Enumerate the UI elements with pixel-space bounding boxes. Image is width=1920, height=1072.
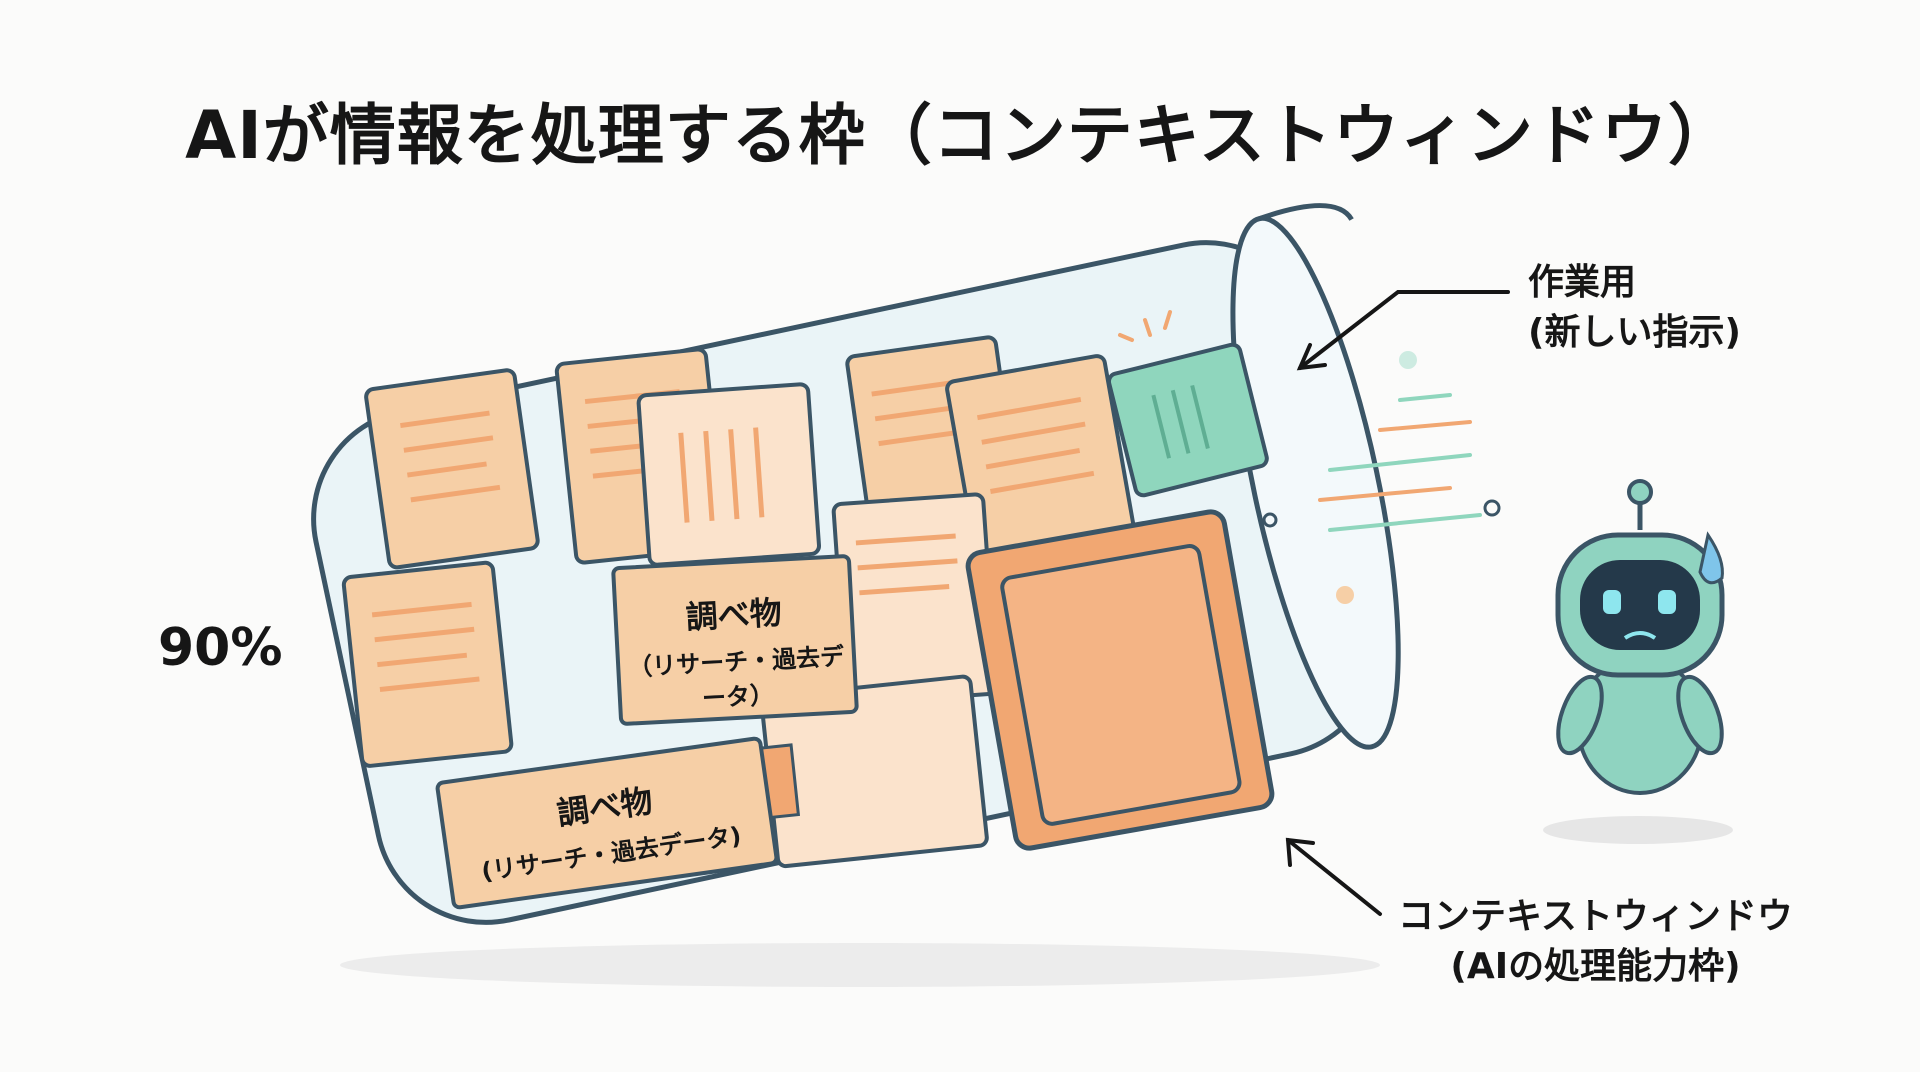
arrow-to-note bbox=[1296, 290, 1510, 371]
work-label: 作業用 (新しい指示) bbox=[1528, 258, 1741, 358]
context-window-label: コンテキストウィンドウ (AIの処理能力枠) bbox=[1398, 892, 1793, 992]
usage-percent: 90% bbox=[158, 618, 283, 678]
document bbox=[364, 368, 540, 570]
context-window-subtitle: (AIの処理能力枠) bbox=[1450, 946, 1741, 987]
context-window-title: コンテキストウィンドウ bbox=[1398, 896, 1793, 937]
document bbox=[341, 560, 514, 768]
data-stream bbox=[1262, 351, 1501, 604]
new-instruction-note bbox=[1106, 342, 1269, 498]
note-subtitle: （リサーチ・過去データ） bbox=[627, 642, 845, 713]
folder bbox=[965, 509, 1275, 851]
arrow-to-jar bbox=[1285, 837, 1382, 916]
robot-icon bbox=[1555, 479, 1725, 795]
document bbox=[636, 382, 822, 567]
spark-lines bbox=[1118, 310, 1172, 342]
note-title: 調べ物 bbox=[684, 593, 783, 637]
work-label-subtitle: (新しい指示) bbox=[1528, 312, 1741, 353]
document-stack bbox=[341, 335, 1275, 869]
work-label-title: 作業用 bbox=[1528, 262, 1637, 303]
jar-shadow bbox=[340, 943, 1380, 987]
robot-shadow bbox=[1543, 816, 1733, 844]
diagram-title: AIが情報を処理する枠（コンテキストウィンドウ） bbox=[185, 97, 1735, 174]
research-note-upper: 調べ物 （リサーチ・過去データ） bbox=[610, 553, 860, 727]
